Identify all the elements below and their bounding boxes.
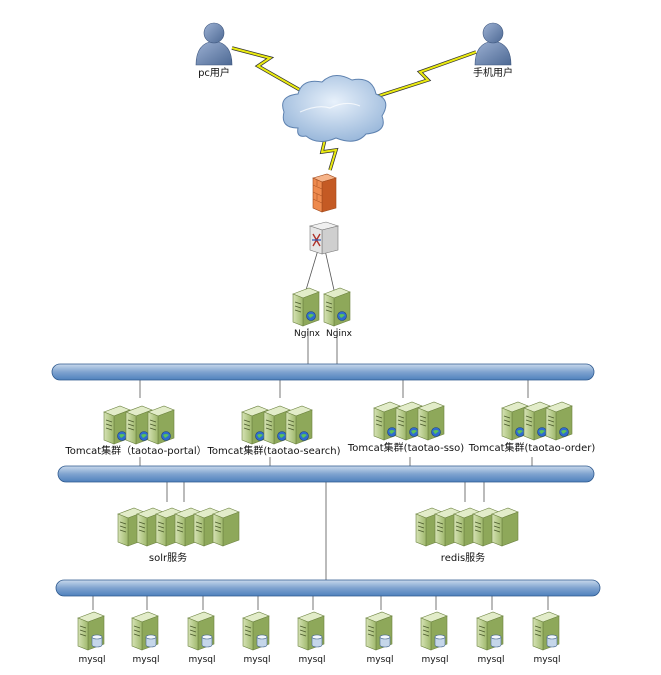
tomcat-cluster-label: Tomcat集群(taotao-sso) xyxy=(347,443,465,454)
mysql-label: mysql xyxy=(366,655,394,665)
lightning-link-mobile xyxy=(371,50,477,100)
mysql-server-icon xyxy=(77,611,105,651)
solr-cluster xyxy=(117,507,240,547)
lightning-link-firewall xyxy=(319,134,339,171)
tomcat-cluster-label: Tomcat集群（taotao-portal） xyxy=(65,446,207,457)
redis-cluster xyxy=(415,507,519,547)
pc-user-icon xyxy=(195,22,233,66)
lightning-link-pc xyxy=(231,46,301,92)
mysql-server-icon xyxy=(242,611,270,651)
server-icon xyxy=(212,507,240,547)
connection-lines xyxy=(92,249,549,610)
mobile-user-icon xyxy=(474,22,512,66)
server-icon xyxy=(285,405,313,445)
network-bus-3 xyxy=(55,579,601,597)
tomcat-cluster-label: Tomcat集群(taotao-search) xyxy=(207,446,341,457)
solr-service-label: solr服务 xyxy=(148,553,188,564)
mysql-label: mysql xyxy=(421,655,449,665)
server-icon xyxy=(545,401,573,441)
network-bus-2 xyxy=(57,465,595,483)
mysql-server-icon xyxy=(297,611,325,651)
mysql-label: mysql xyxy=(188,655,216,665)
mysql-label: mysql xyxy=(477,655,505,665)
switch-icon xyxy=(308,221,340,255)
mysql-server-icon xyxy=(476,611,504,651)
internet-cloud-icon xyxy=(282,75,387,142)
mysql-label: mysql xyxy=(533,655,561,665)
server-icon xyxy=(417,401,445,441)
pc-user-label: pc用户 xyxy=(198,68,230,79)
mysql-server-icon xyxy=(532,611,560,651)
mysql-server-icon xyxy=(187,611,215,651)
tomcat-cluster-label: Tomcat集群(taotao-order) xyxy=(468,443,596,454)
tomcat-cluster-search xyxy=(241,405,313,445)
tomcat-cluster-portal xyxy=(103,405,175,445)
nginx-server-icon xyxy=(292,287,320,327)
mobile-user-label: 手机用户 xyxy=(473,68,513,79)
mysql-label: mysql xyxy=(132,655,160,665)
server-icon xyxy=(147,405,175,445)
mysql-server-icon xyxy=(365,611,393,651)
tomcat-cluster-sso xyxy=(373,401,445,441)
firewall-icon xyxy=(312,173,337,213)
network-bus-1 xyxy=(51,363,595,381)
mysql-servers xyxy=(77,611,560,651)
nginx-label: Nginx xyxy=(294,329,320,339)
mysql-server-icon xyxy=(420,611,448,651)
nginx-server-icon xyxy=(323,287,351,327)
mysql-server-icon xyxy=(131,611,159,651)
nginx-label: Nginx xyxy=(326,329,352,339)
mysql-label: mysql xyxy=(298,655,326,665)
redis-service-label: redis服务 xyxy=(440,553,486,564)
mysql-label: mysql xyxy=(78,655,106,665)
server-icon xyxy=(491,507,519,547)
tomcat-cluster-order xyxy=(501,401,573,441)
mysql-label: mysql xyxy=(243,655,271,665)
